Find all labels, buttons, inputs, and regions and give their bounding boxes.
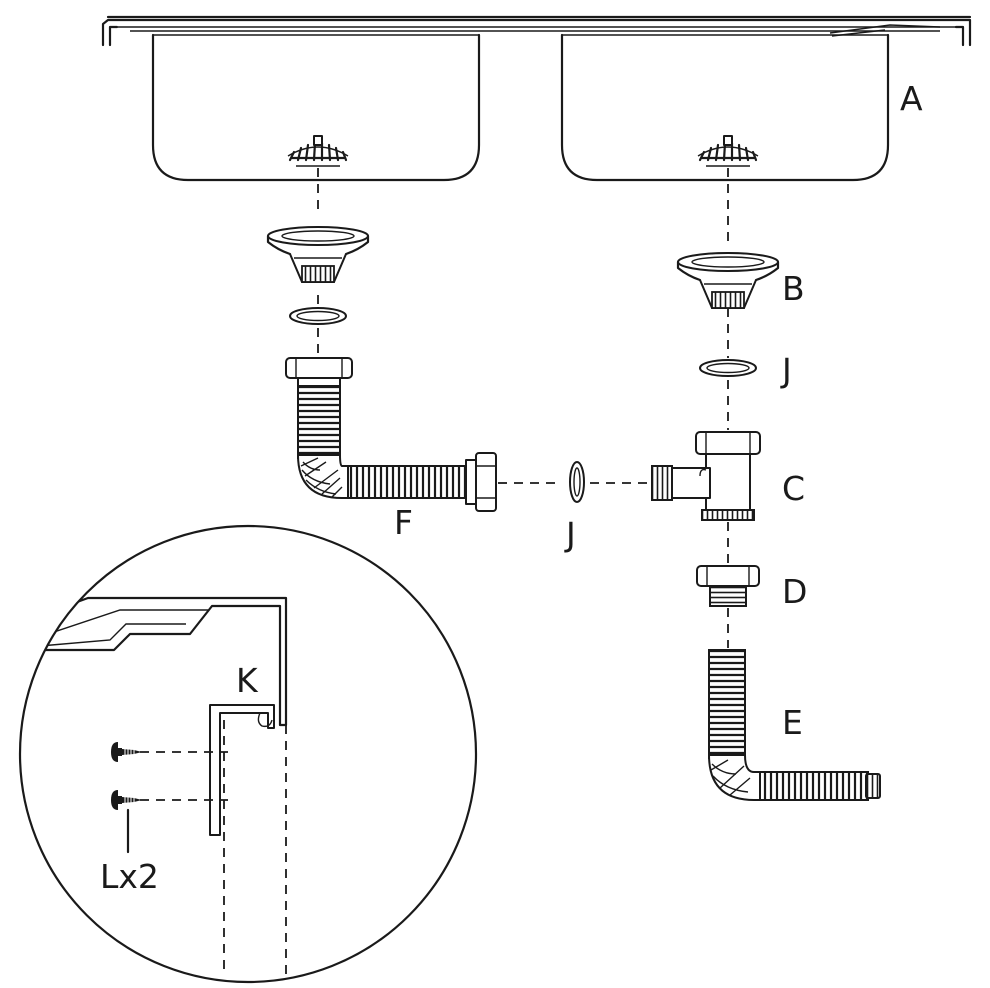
label-d: D — [782, 572, 807, 611]
flexible-elbow-pipe-f — [285, 357, 497, 512]
label-a: A — [900, 79, 923, 118]
label-e: E — [782, 703, 803, 742]
label-l: Lx2 — [100, 857, 159, 896]
label-j-mid: J — [564, 515, 576, 554]
washer-j — [699, 359, 757, 377]
side-washer-j — [569, 461, 585, 503]
left-washer — [289, 307, 347, 325]
assembly-guide-lines — [317, 168, 729, 648]
label-k: K — [236, 661, 259, 700]
reducer-nut-d — [696, 565, 760, 607]
label-b: B — [782, 269, 805, 308]
left-strainer-basket — [266, 225, 370, 284]
strainer-basket-b — [676, 251, 780, 310]
flexible-outlet-pipe-e — [707, 649, 881, 801]
tee-connector-c — [651, 431, 761, 521]
label-c: C — [782, 469, 805, 508]
label-j-top: J — [780, 351, 792, 390]
sink-body — [101, 15, 972, 182]
label-f: F — [394, 503, 413, 542]
detail-circle — [18, 524, 478, 984]
